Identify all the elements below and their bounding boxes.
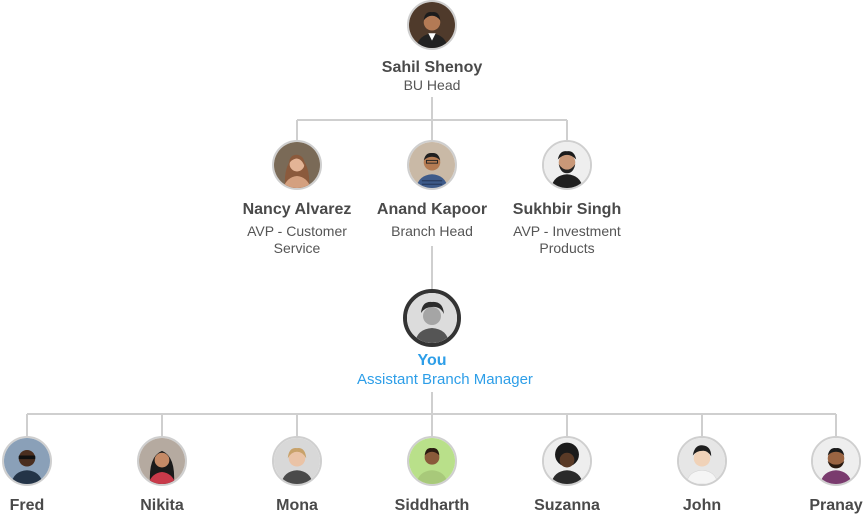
org-node-anand-kapoor[interactable]: Anand Kapoor Branch Head (357, 140, 507, 240)
org-node-fred[interactable]: Fred (0, 436, 102, 515)
org-node-nancy-alvarez[interactable]: Nancy Alvarez AVP - Customer Service (222, 140, 372, 257)
avatar (407, 0, 457, 50)
avatar (272, 436, 322, 486)
avatar (542, 140, 592, 190)
node-role: AVP - Customer Service (247, 223, 347, 256)
org-node-nikita[interactable]: Nikita (87, 436, 237, 515)
org-node-siddharth[interactable]: Siddharth (357, 436, 507, 515)
node-role: Branch Head (391, 223, 473, 239)
node-name: John (682, 497, 722, 514)
node-role: AVP - Investment Products (513, 223, 621, 256)
node-name: Fred (9, 497, 45, 514)
node-name: Suzanna (534, 497, 600, 514)
node-name: Mona (276, 497, 318, 514)
avatar (542, 436, 592, 486)
avatar (407, 140, 457, 190)
avatar (2, 436, 52, 486)
org-node-pranay[interactable]: Pranay (761, 436, 865, 515)
org-node-sukhbir-singh[interactable]: Sukhbir Singh AVP - Investment Products (492, 140, 642, 257)
org-node-mona[interactable]: Mona (222, 436, 372, 515)
org-node-suzanna[interactable]: Suzanna (492, 436, 642, 515)
node-name: Sukhbir Singh (512, 201, 622, 218)
avatar (137, 436, 187, 486)
avatar (407, 436, 457, 486)
org-node-john[interactable]: John (627, 436, 777, 515)
org-node-you[interactable]: You Assistant Branch Manager (357, 289, 533, 388)
node-name: Nancy Alvarez (242, 201, 352, 218)
node-name: You (417, 352, 447, 369)
org-node-sahil-shenoy[interactable]: Sahil Shenoy BU Head (357, 0, 507, 94)
avatar (677, 436, 727, 486)
node-role: Assistant Branch Manager (357, 371, 533, 388)
avatar-self (403, 289, 461, 347)
node-name: Anand Kapoor (376, 201, 488, 218)
avatar (811, 436, 861, 486)
node-name: Nikita (140, 497, 184, 514)
avatar (272, 140, 322, 190)
node-role: BU Head (403, 77, 461, 93)
node-name: Siddharth (394, 497, 470, 514)
node-name: Pranay (809, 497, 863, 514)
node-name: Sahil Shenoy (381, 59, 483, 76)
